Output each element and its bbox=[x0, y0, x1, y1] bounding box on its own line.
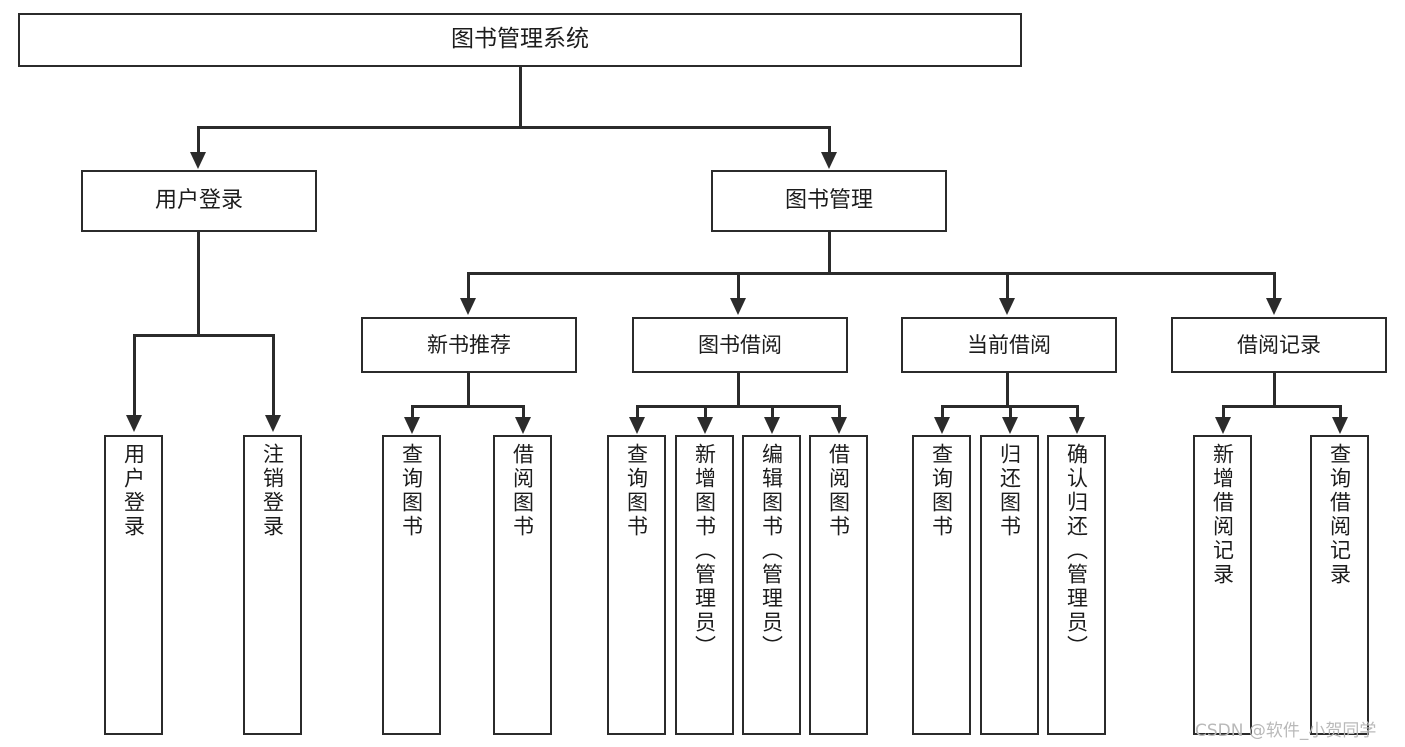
connector-bb-drop-2 bbox=[704, 405, 707, 419]
connector-bm-drop-borrow-record bbox=[1273, 272, 1276, 300]
node-label: 借阅记录 bbox=[1237, 332, 1321, 357]
arrowhead-root-to-book-management bbox=[821, 152, 837, 169]
connector-book-management-bar bbox=[467, 272, 1276, 275]
arrowhead-user-login-leaf-1 bbox=[126, 415, 142, 432]
leaf-label: 注销登录 bbox=[260, 443, 285, 539]
node-book-borrow[interactable]: 图书借阅 bbox=[632, 317, 848, 373]
leaf-label: 用户登录 bbox=[121, 443, 146, 539]
connector-user-login-bar bbox=[133, 334, 275, 337]
connector-bb-drop-3 bbox=[771, 405, 774, 419]
connector-new-book-drop-1 bbox=[411, 405, 414, 419]
leaf-user-login-login[interactable]: 用户登录 bbox=[104, 435, 163, 735]
leaf-borrow-record-query-record[interactable]: 查询借阅记录 bbox=[1310, 435, 1369, 735]
leaf-label: 借阅图书 bbox=[510, 443, 535, 539]
connector-bm-drop-new-book bbox=[467, 272, 470, 300]
connector-br-drop-1 bbox=[1222, 405, 1225, 419]
connector-new-book-stem bbox=[467, 373, 470, 407]
arrowhead-user-login-leaf-2 bbox=[265, 415, 281, 432]
connector-user-login-drop-2 bbox=[272, 334, 275, 417]
arrowhead-bm-borrow-record bbox=[1266, 298, 1282, 315]
connector-book-management-stem bbox=[828, 232, 831, 274]
arrowhead-bb-leaf-2 bbox=[697, 417, 713, 434]
connector-root-stem bbox=[519, 67, 522, 128]
connector-cb-drop-2 bbox=[1009, 405, 1012, 419]
arrowhead-br-leaf-2 bbox=[1332, 417, 1348, 434]
connector-root-bar bbox=[197, 126, 831, 129]
leaf-book-borrow-borrow-book[interactable]: 借阅图书 bbox=[809, 435, 868, 735]
arrowhead-bb-leaf-1 bbox=[629, 417, 645, 434]
node-borrow-record[interactable]: 借阅记录 bbox=[1171, 317, 1387, 373]
connector-bm-drop-current-borrow bbox=[1006, 272, 1009, 300]
node-user-login[interactable]: 用户登录 bbox=[81, 170, 317, 232]
leaf-label: 查询图书 bbox=[624, 443, 649, 539]
connector-root-to-book-management bbox=[828, 126, 831, 154]
leaf-user-login-logout[interactable]: 注销登录 bbox=[243, 435, 302, 735]
arrowhead-bm-book-borrow bbox=[730, 298, 746, 315]
connector-borrow-record-stem bbox=[1273, 373, 1276, 407]
leaf-book-borrow-edit-book-admin[interactable]: 编辑图书（管理员） bbox=[742, 435, 801, 735]
connector-book-borrow-bar bbox=[636, 405, 840, 408]
connector-book-borrow-stem bbox=[737, 373, 740, 407]
leaf-label: 查询图书 bbox=[399, 443, 424, 539]
connector-bb-drop-1 bbox=[636, 405, 639, 419]
connector-cb-drop-3 bbox=[1076, 405, 1079, 419]
leaf-label: 新增借阅记录 bbox=[1210, 443, 1235, 587]
arrowhead-new-book-leaf-2 bbox=[515, 417, 531, 434]
connector-root-to-user-login bbox=[197, 126, 200, 154]
node-root-book-management-system[interactable]: 图书管理系统 bbox=[18, 13, 1022, 67]
node-book-management[interactable]: 图书管理 bbox=[711, 170, 947, 232]
node-label: 用户登录 bbox=[154, 188, 243, 214]
connector-borrow-record-bar bbox=[1222, 405, 1342, 408]
arrowhead-bm-current-borrow bbox=[999, 298, 1015, 315]
arrowhead-cb-leaf-2 bbox=[1002, 417, 1018, 434]
leaf-label: 归还图书 bbox=[997, 443, 1022, 539]
connector-bb-drop-4 bbox=[838, 405, 841, 419]
leaf-label: 查询借阅记录 bbox=[1327, 443, 1352, 587]
leaf-label: 确认归还（管理员） bbox=[1064, 443, 1089, 659]
connector-br-drop-2 bbox=[1339, 405, 1342, 419]
node-label: 当前借阅 bbox=[967, 332, 1051, 357]
connector-user-login-stem bbox=[197, 232, 200, 336]
node-new-book-recommend[interactable]: 新书推荐 bbox=[361, 317, 577, 373]
leaf-book-borrow-query-book[interactable]: 查询图书 bbox=[607, 435, 666, 735]
leaf-current-borrow-confirm-return-admin[interactable]: 确认归还（管理员） bbox=[1047, 435, 1106, 735]
arrowhead-cb-leaf-1 bbox=[934, 417, 950, 434]
leaf-label: 借阅图书 bbox=[826, 443, 851, 539]
leaf-label: 新增图书（管理员） bbox=[692, 443, 717, 659]
arrowhead-new-book-leaf-1 bbox=[404, 417, 420, 434]
leaf-label: 查询图书 bbox=[929, 443, 954, 539]
arrowhead-root-to-user-login bbox=[190, 152, 206, 169]
csdn-watermark: CSDN @软件_小贺同学 bbox=[1195, 721, 1377, 741]
leaf-new-book-query-book[interactable]: 查询图书 bbox=[382, 435, 441, 735]
leaf-new-book-borrow-book[interactable]: 借阅图书 bbox=[493, 435, 552, 735]
connector-user-login-drop-1 bbox=[133, 334, 136, 417]
leaf-borrow-record-add-record[interactable]: 新增借阅记录 bbox=[1193, 435, 1252, 735]
node-label: 图书管理 bbox=[784, 188, 873, 214]
connector-cb-drop-1 bbox=[941, 405, 944, 419]
leaf-current-borrow-return-book[interactable]: 归还图书 bbox=[980, 435, 1039, 735]
arrowhead-cb-leaf-3 bbox=[1069, 417, 1085, 434]
connector-current-borrow-stem bbox=[1006, 373, 1009, 407]
node-label: 图书管理系统 bbox=[451, 26, 589, 53]
node-label: 新书推荐 bbox=[427, 332, 511, 357]
arrowhead-bb-leaf-4 bbox=[831, 417, 847, 434]
node-label: 图书借阅 bbox=[698, 332, 782, 357]
leaf-label: 编辑图书（管理员） bbox=[759, 443, 784, 659]
node-current-borrow[interactable]: 当前借阅 bbox=[901, 317, 1117, 373]
connector-bm-drop-book-borrow bbox=[737, 272, 740, 300]
leaf-book-borrow-add-book-admin[interactable]: 新增图书（管理员） bbox=[675, 435, 734, 735]
arrowhead-bb-leaf-3 bbox=[764, 417, 780, 434]
connector-new-book-drop-2 bbox=[522, 405, 525, 419]
arrowhead-bm-new-book bbox=[460, 298, 476, 315]
leaf-current-borrow-query-book[interactable]: 查询图书 bbox=[912, 435, 971, 735]
arrowhead-br-leaf-1 bbox=[1215, 417, 1231, 434]
connector-new-book-bar bbox=[411, 405, 525, 408]
